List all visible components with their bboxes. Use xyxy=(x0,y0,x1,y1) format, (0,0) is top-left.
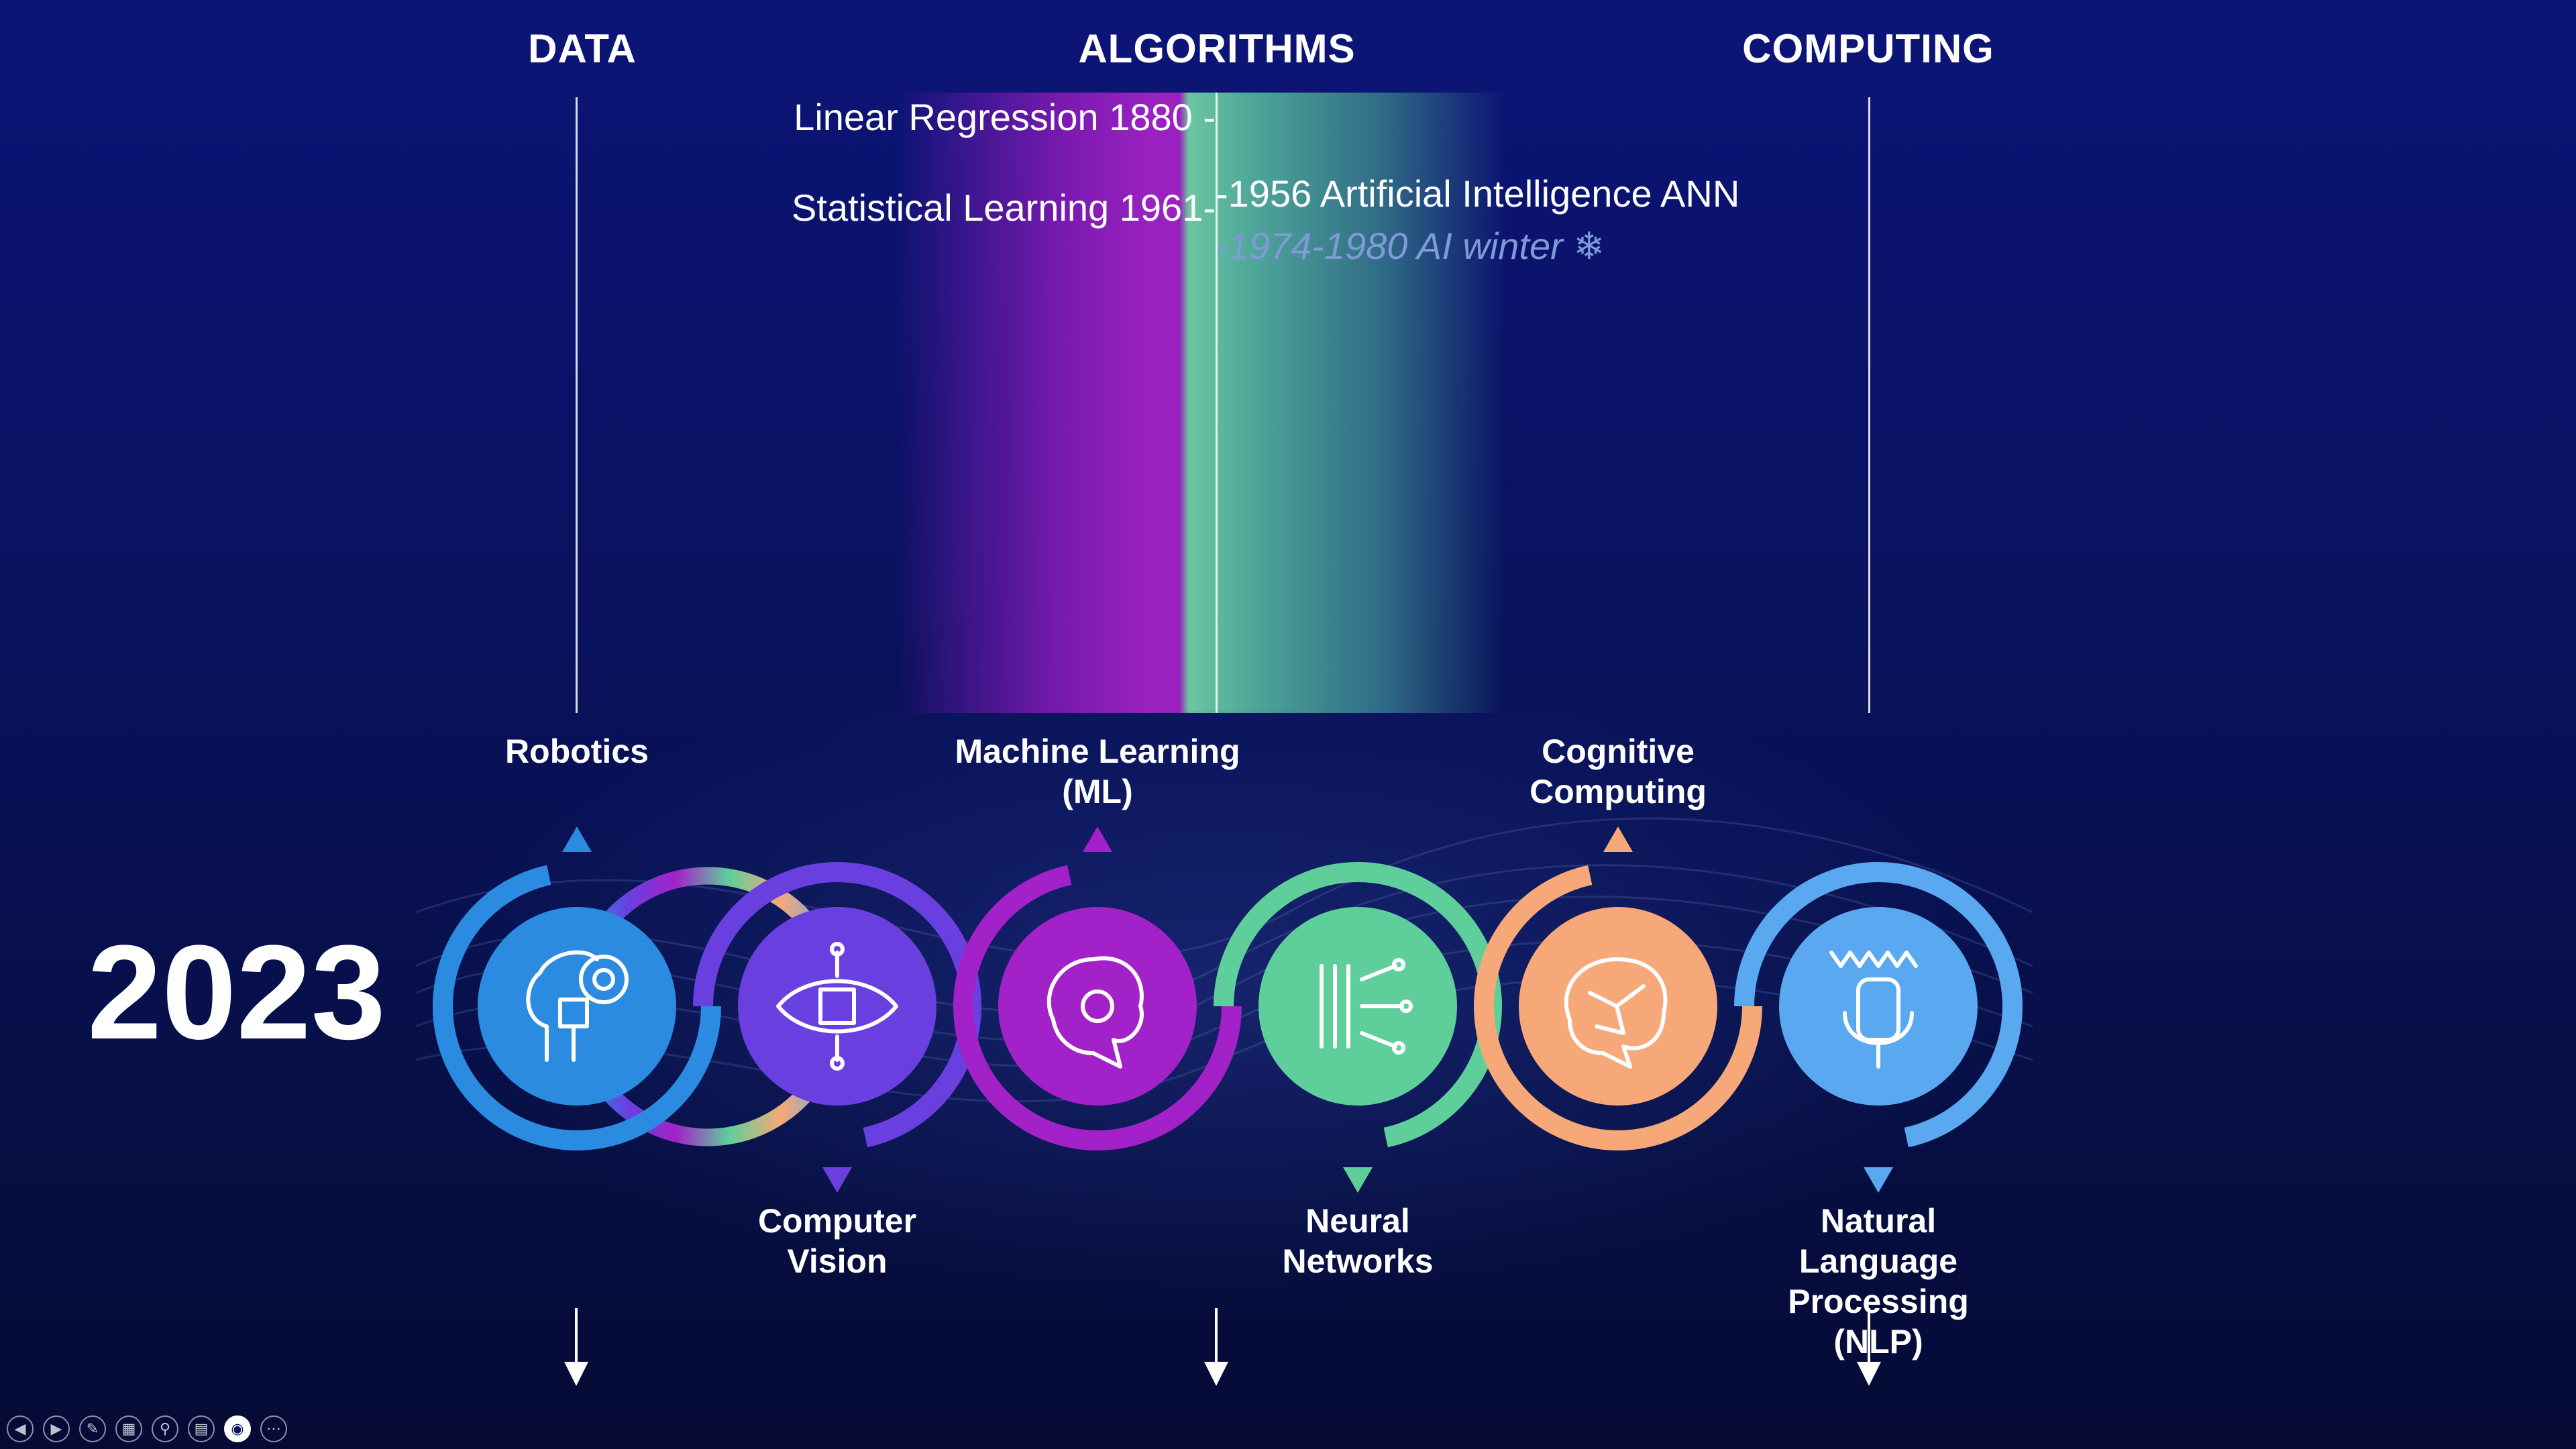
timeline-ai-winter: -1974-1980 AI winter ❄ xyxy=(1216,225,1605,267)
header-algorithms: ALGORITHMS xyxy=(1078,26,1356,71)
slides-icon[interactable]: ▦ xyxy=(115,1415,142,1442)
header-data: DATA xyxy=(528,26,637,71)
pointer-up-machine-learning xyxy=(1083,826,1112,852)
label-nlp: Natural Language Processing (NLP) xyxy=(1788,1202,1969,1360)
data-timeline-line xyxy=(576,97,578,713)
algorithms-arrow-stem xyxy=(1215,1308,1218,1362)
brain-gear-icon xyxy=(1046,956,1144,1069)
circle-neural-networks xyxy=(1214,862,1502,1150)
computing-arrow-head xyxy=(1857,1362,1881,1386)
header-computing: COMPUTING xyxy=(1742,26,1994,71)
next-icon[interactable]: ▶ xyxy=(43,1415,70,1442)
presenter-toolbar: ◀ ▶ ✎ ▦ ⚲ ▤ ◉ ⋯ xyxy=(7,1415,287,1442)
data-arrow-head xyxy=(564,1362,588,1386)
neural-circuit-icon xyxy=(1320,958,1413,1055)
label-computer-vision: Computer Vision xyxy=(757,1202,917,1280)
year-label: 2023 xyxy=(87,918,386,1067)
timeline-statistical-learning: Statistical Learning 1961- xyxy=(792,186,1216,229)
circle-computer-vision xyxy=(693,862,981,1150)
previous-icon[interactable]: ◀ xyxy=(7,1415,34,1442)
algorithms-gradient-band xyxy=(896,93,1506,713)
pointer-down-neural-networks xyxy=(1343,1167,1373,1193)
ai-technologies-infographic: Robotics Computer Vision Machine Learnin… xyxy=(416,711,2033,1360)
label-machine-learning: Machine Learning (ML) xyxy=(955,733,1240,810)
circle-nlp xyxy=(1734,862,2023,1150)
camera-icon[interactable]: ◉ xyxy=(224,1415,251,1442)
zoom-icon[interactable]: ⚲ xyxy=(152,1415,178,1442)
more-icon[interactable]: ⋯ xyxy=(260,1415,287,1442)
circle-machine-learning xyxy=(953,862,1242,1150)
pointer-up-cognitive-computing xyxy=(1603,826,1633,852)
subtitles-icon[interactable]: ▤ xyxy=(188,1415,215,1442)
robot-head-gear-icon xyxy=(526,950,629,1062)
label-neural-networks: Neural Networks xyxy=(1282,1202,1434,1280)
eye-chip-icon xyxy=(776,942,898,1071)
circle-robotics xyxy=(433,862,721,1150)
infographic-graphics xyxy=(416,817,2033,1193)
label-cognitive-computing: Cognitive Computing xyxy=(1529,733,1707,810)
microphone-wave-icon xyxy=(1829,951,1918,1069)
computing-arrow-stem xyxy=(1868,1308,1870,1362)
pointer-up-robotics xyxy=(562,826,592,852)
label-robotics: Robotics xyxy=(505,733,649,770)
pointer-down-computer-vision xyxy=(822,1167,852,1193)
computing-timeline-line xyxy=(1868,97,1870,713)
brain-network-icon xyxy=(1564,957,1668,1069)
pointer-down-nlp xyxy=(1864,1167,1893,1193)
timeline-linear-regression: Linear Regression 1880 - xyxy=(794,96,1216,138)
algorithms-timeline-line xyxy=(1216,93,1218,713)
algorithms-arrow-head xyxy=(1204,1362,1228,1386)
pen-icon[interactable]: ✎ xyxy=(79,1415,106,1442)
timeline-artificial-intelligence: -1956 Artificial Intelligence ANN xyxy=(1216,172,1740,215)
data-arrow-stem xyxy=(575,1308,578,1362)
